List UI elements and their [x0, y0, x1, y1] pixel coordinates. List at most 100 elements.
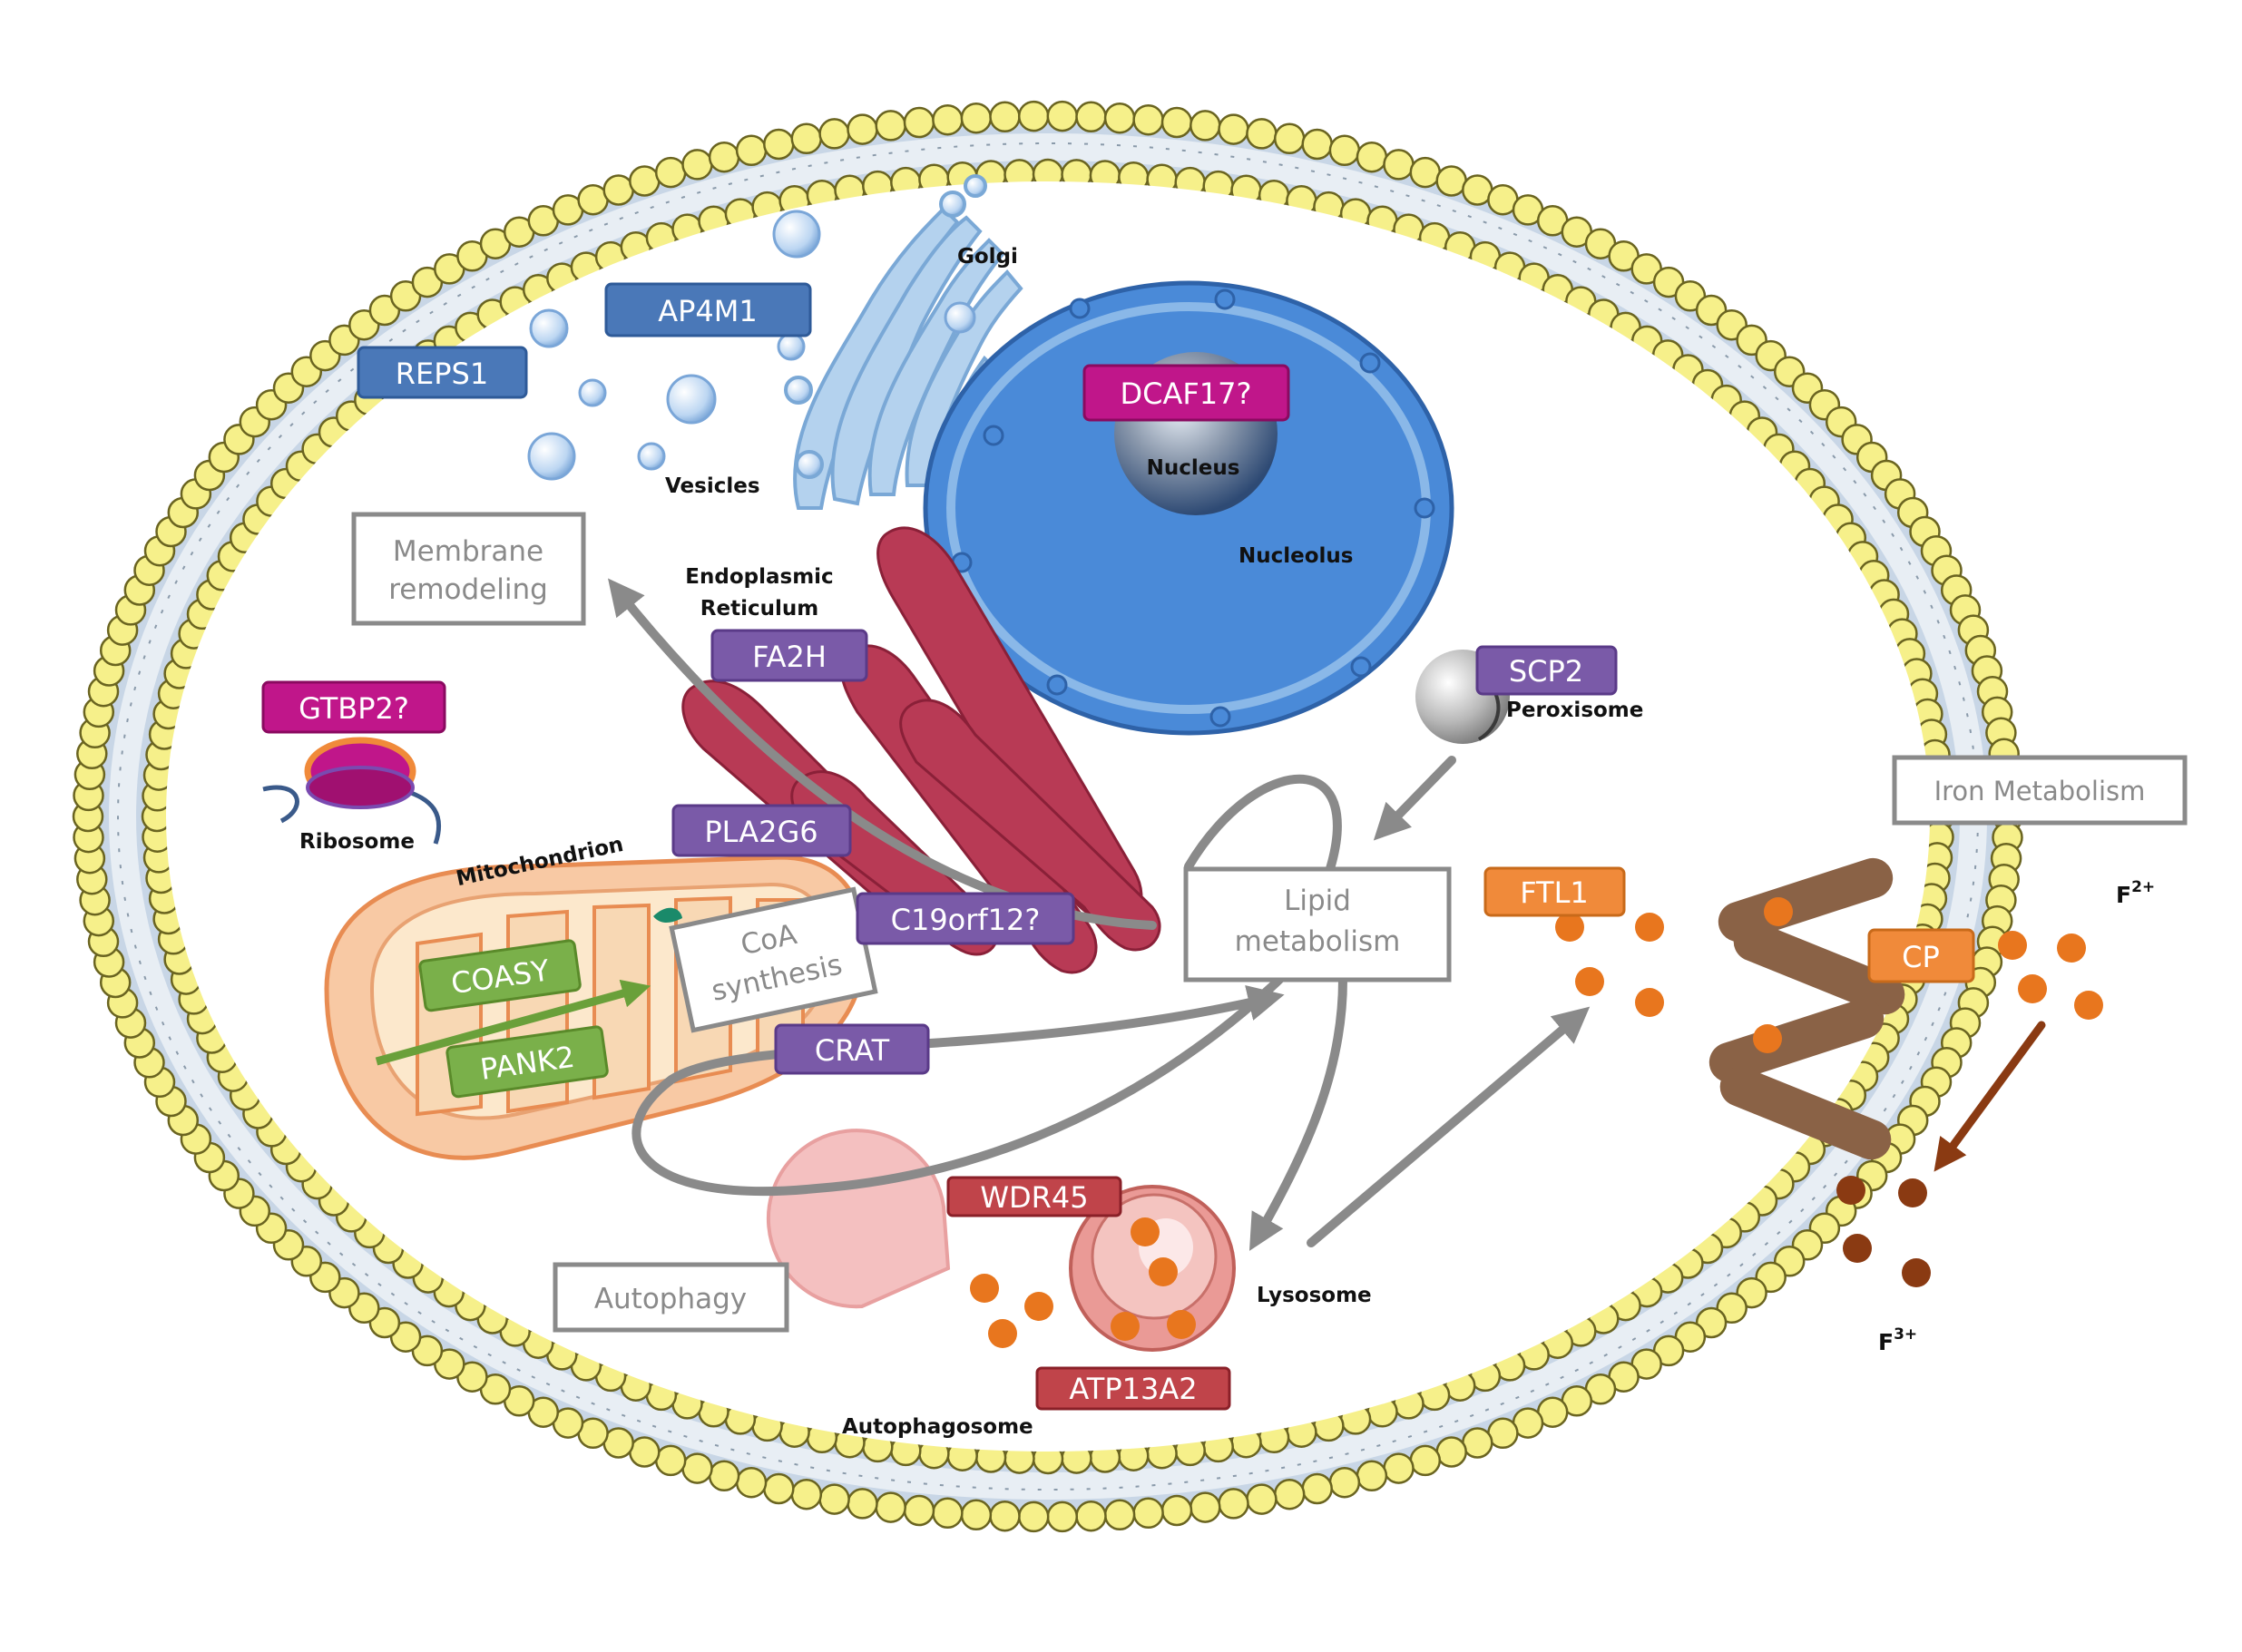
membrane-bead — [681, 1452, 713, 1484]
membrane-bead — [1190, 110, 1221, 142]
svg-text:PLA2G6: PLA2G6 — [704, 815, 817, 849]
gene-label-dcaf17: DCAF17? — [1082, 364, 1290, 422]
svg-text:DCAF17?: DCAF17? — [1121, 376, 1252, 411]
iron3-particle — [1843, 1234, 1872, 1263]
autophagy-label: Autophagy — [594, 1283, 747, 1315]
membrane-bead — [1218, 1488, 1249, 1520]
membrane-bead — [1017, 1500, 1050, 1533]
arrow-mito-to-lipid — [631, 966, 1293, 1197]
membrane-bead — [1383, 149, 1415, 181]
gene-label-crat: CRAT — [774, 1023, 930, 1075]
label-peroxisome: Peroxisome — [1506, 699, 1643, 722]
label-nucleolus: Nucleolus — [1238, 544, 1354, 568]
membrane-bead — [1328, 134, 1361, 167]
membrane-bead — [818, 118, 850, 150]
gene-label-scp2: SCP2 — [1475, 645, 1618, 696]
membrane-bead — [1132, 103, 1164, 136]
membrane-bead — [1046, 1500, 1079, 1533]
membrane-bead — [1301, 1472, 1333, 1505]
membrane-bead — [1160, 1494, 1193, 1527]
label-golgi: Golgi — [957, 245, 1018, 269]
label-fe2: F2+ — [2116, 878, 2155, 908]
membrane-bead — [989, 101, 1021, 133]
membrane-bead — [903, 1494, 935, 1527]
membrane-bead — [847, 113, 878, 145]
label-er-2: Reticulum — [700, 597, 818, 621]
iron2-particle — [1131, 1217, 1160, 1246]
iron2-particle — [1555, 913, 1584, 942]
membrane-bead — [1160, 106, 1193, 139]
endoplasmic-reticulum — [681, 526, 1161, 974]
iron3-particle — [1836, 1176, 1865, 1205]
gene-label-ap4m1: AP4M1 — [604, 282, 812, 337]
arrow-lysosome-to-ftl1 — [1307, 1006, 1591, 1247]
iron2-particle — [1998, 931, 2027, 960]
iron-metabolism-label: Iron Metabolism — [1934, 776, 2146, 806]
membrane-bead — [903, 106, 935, 139]
membrane-bead — [875, 1491, 906, 1523]
membrane-bead — [932, 1497, 964, 1530]
membrane-bead — [1435, 1436, 1467, 1468]
iron2-particle — [1635, 988, 1664, 1017]
membrane-bead — [790, 122, 823, 155]
membrane-bead — [629, 1436, 661, 1468]
membrane-bead — [654, 156, 687, 189]
svg-text:FTL1: FTL1 — [1520, 875, 1589, 910]
label-nucleus: Nucleus — [1147, 456, 1240, 480]
pathway-arrows — [608, 578, 2046, 1251]
membrane-bead — [1328, 1466, 1361, 1499]
membrane-bead — [1383, 1452, 1415, 1484]
arrow-peroxisome-to-lipid — [1373, 756, 1456, 841]
membrane-bead — [1462, 1427, 1493, 1459]
label-autophagosome: Autophagosome — [842, 1415, 1033, 1439]
lipid-metabolism-label-1: Lipid — [1284, 885, 1351, 917]
membrane-bead — [1246, 1483, 1278, 1515]
coa-synthesis-box: CoA synthesis — [669, 886, 878, 1033]
membrane-bead — [875, 110, 906, 142]
membrane-bead — [847, 1488, 878, 1520]
membrane-bead — [1190, 1491, 1221, 1523]
membrane-bead — [960, 1499, 993, 1531]
membrane-bead — [960, 102, 993, 134]
label-ribosome: Ribosome — [299, 830, 415, 854]
coa-synthesis-arrow — [375, 979, 651, 1066]
gene-label-atp13a2: ATP13A2 — [1035, 1366, 1231, 1411]
label-lysosome: Lysosome — [1257, 1284, 1372, 1307]
iron2-particle — [970, 1274, 999, 1303]
membrane-bead — [932, 103, 964, 136]
svg-text:ATP13A2: ATP13A2 — [1069, 1372, 1197, 1406]
iron2-particle — [2057, 934, 2086, 963]
membrane-bead — [1075, 1500, 1107, 1532]
membrane-bead — [790, 1478, 823, 1510]
membrane-bead — [708, 1460, 740, 1492]
iron2-particle — [988, 1319, 1017, 1348]
membrane-bead — [654, 1444, 687, 1477]
membrane-bead — [1246, 118, 1278, 150]
gene-label-coasy: COASY — [418, 939, 582, 1012]
iron-metabolism-box: Iron Metabolism — [1892, 755, 2188, 826]
iron-channel — [1708, 857, 1905, 1160]
gene-label-gtbp2: GTBP2? — [261, 680, 446, 734]
gene-label-ftl1: FTL1 — [1483, 866, 1626, 917]
golgi-apparatus — [784, 174, 1023, 510]
membrane-bead — [763, 1472, 795, 1505]
membrane-bead — [708, 141, 740, 173]
membrane-bead — [1017, 100, 1050, 132]
membrane-remodeling-label-1: Membrane — [393, 535, 543, 568]
autophagy-box: Autophagy — [553, 1262, 789, 1333]
coa-marker-icon — [653, 907, 682, 923]
membrane-bead — [1075, 101, 1107, 133]
autophagosome — [766, 1129, 951, 1309]
membrane-bead — [629, 165, 661, 197]
gene-label-pank2: PANK2 — [445, 1025, 609, 1099]
iron2-particle — [1167, 1310, 1196, 1339]
membrane-bead — [602, 174, 634, 206]
membrane-bead — [735, 134, 768, 167]
gene-label-reps1: REPS1 — [357, 346, 528, 399]
arrow-fe2-to-fe3 — [1934, 1021, 2046, 1172]
membrane-remodeling-box: Membrane remodeling — [351, 512, 586, 626]
arrow-lipid-to-lysosome — [1248, 975, 1347, 1251]
membrane-bead — [1301, 128, 1333, 161]
membrane-bead — [763, 128, 795, 161]
